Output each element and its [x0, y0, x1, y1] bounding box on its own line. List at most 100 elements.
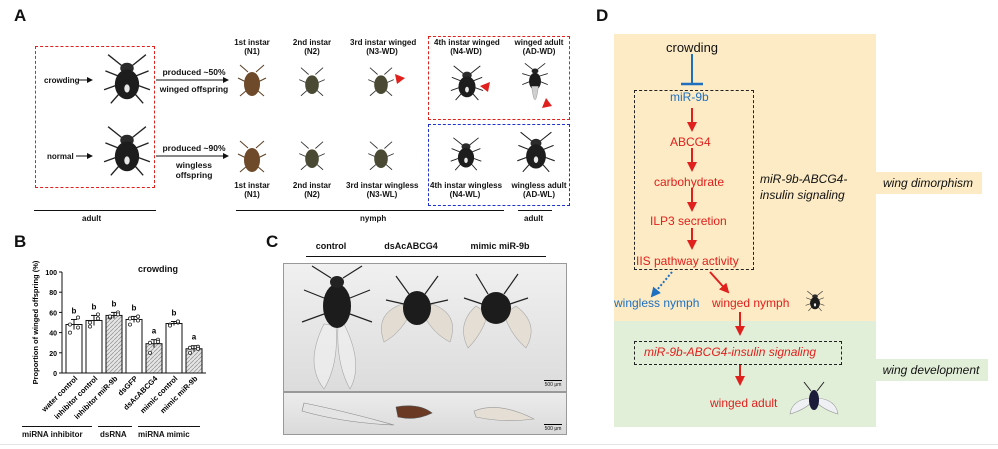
data-point	[168, 323, 172, 328]
group-line-dsrna	[98, 426, 132, 427]
top-stage-1: 1st instar(N1)	[234, 38, 270, 56]
data-point	[188, 350, 192, 355]
winged-nymph-icon	[804, 290, 826, 312]
data-point	[136, 314, 140, 319]
n3-wingless-aphid	[364, 140, 398, 174]
group-line-mimic	[138, 426, 200, 427]
nymph-label: nymph	[360, 214, 387, 223]
specimen-photos	[301, 265, 532, 390]
scale-bar-bottom: 500 μm	[544, 424, 562, 432]
winged-adult-icon	[789, 381, 839, 415]
n2-wingless-aphid	[295, 140, 329, 174]
crowding-label: crowding	[44, 76, 80, 85]
label-dsacabcg4: dsAcABCG4	[384, 241, 438, 251]
data-point	[128, 322, 132, 327]
significance-letter: b	[132, 303, 137, 312]
group-label-inhibitor: miRNA inhibitor	[22, 430, 83, 439]
significance-letter: b	[72, 306, 77, 315]
scale-bar-top: 500 μm	[544, 380, 562, 388]
n3-wingpad-arrow	[395, 74, 405, 84]
panel-d-label: D	[596, 6, 609, 25]
label-mimic-mir9b: mimic miR-9b	[470, 241, 530, 251]
wingless-offspring-label: wingless offspring	[175, 160, 213, 180]
wingless-adult-aphid	[514, 130, 558, 174]
significance-letter: a	[152, 327, 157, 336]
significance-letter: a	[192, 333, 197, 342]
data-point	[68, 322, 72, 327]
pathway-arrows	[650, 54, 745, 386]
significance-letter: b	[172, 308, 177, 317]
label-control: control	[315, 241, 347, 251]
data-point	[76, 315, 80, 320]
y-tick-label: 20	[49, 351, 57, 358]
bottom-stage-3: 3rd instar wingless(N3-WL)	[346, 181, 419, 199]
group-line-inhibitor	[22, 426, 92, 427]
bottom-stage-5: wingless adult(AD-WL)	[511, 181, 567, 199]
bottom-stage-1: 1st instar(N1)	[234, 181, 270, 199]
y-tick-label: 0	[53, 371, 57, 378]
top-stage-5: winged adult(AD-WD)	[514, 38, 564, 56]
panel-a-arrows	[76, 77, 229, 159]
bar	[85, 319, 103, 374]
n1-wingless-aphid	[232, 138, 272, 178]
photo-top: 500 μm	[283, 263, 567, 392]
n4-wingless-aphid	[448, 136, 484, 172]
control-specimen	[301, 265, 373, 390]
data-point	[96, 316, 100, 321]
signaling-dashed-box	[634, 90, 754, 270]
data-point	[136, 318, 140, 323]
data-point	[128, 316, 132, 321]
wing-photos	[301, 402, 535, 426]
signaling-side-label-1: miR-9b-ABCG4-	[760, 172, 848, 186]
bottom-stage-2: 2nd instar(N2)	[292, 181, 332, 199]
carbohydrate-node: carbohydrate	[654, 175, 725, 189]
adult-left-label: adult	[82, 214, 102, 223]
y-tick-label: 100	[45, 270, 57, 277]
bottom-divider	[0, 444, 998, 445]
wing-dimorphism-tag: wing dimorphism	[874, 172, 982, 194]
y-tick-label: 60	[49, 310, 57, 317]
winged-nymph-node: winged nymph	[712, 296, 790, 310]
data-point	[188, 345, 192, 350]
data-point	[96, 312, 100, 317]
adult-aphid-normal	[100, 124, 154, 178]
n2-winged-aphid	[295, 66, 329, 100]
wing-development-tag: wing development	[874, 359, 988, 381]
photo-bottom: 500 μm	[283, 392, 567, 435]
significance-letter: b	[112, 299, 117, 308]
panel-a-label: A	[14, 6, 27, 25]
n4-wingpad-arrow	[480, 82, 490, 92]
y-tick-label: 40	[49, 331, 57, 338]
signaling-side-label-2: insulin signaling	[760, 188, 845, 202]
wing-dimorphism-bg	[614, 34, 876, 321]
wingless-nymph-node: wingless nymph	[614, 296, 700, 310]
data-point	[148, 350, 152, 355]
data-point	[156, 339, 160, 344]
bar	[125, 318, 143, 374]
crowding-adult-box	[35, 46, 155, 188]
label-underline	[306, 256, 546, 257]
signaling-box-development	[634, 341, 842, 365]
data-point	[68, 330, 72, 335]
bar	[145, 343, 163, 374]
winged-box	[428, 36, 570, 120]
bar	[165, 323, 183, 374]
ilp3-node: ILP3 secretion	[650, 214, 727, 228]
data-point	[108, 314, 112, 319]
signaling-box-label: miR-9b-ABCG4-insulin signaling	[644, 345, 817, 359]
group-label-dsrna: dsRNA	[100, 430, 127, 439]
normal-label: normal	[47, 152, 74, 161]
iis-node: IIS pathway activity	[636, 254, 739, 268]
y-axis-label: Proportion of winged offspring (%)	[31, 260, 40, 384]
data-point	[176, 319, 180, 324]
data-point	[148, 340, 152, 345]
data-point	[196, 346, 200, 351]
adult-bracket-right	[518, 210, 552, 211]
bar	[105, 314, 123, 374]
dsacabcg4-specimen	[381, 275, 453, 343]
adult-right-label: adult	[524, 214, 544, 223]
produced-90-label: produced ~90%	[162, 143, 226, 153]
data-point	[76, 325, 80, 330]
panel-b-label: B	[14, 232, 27, 251]
